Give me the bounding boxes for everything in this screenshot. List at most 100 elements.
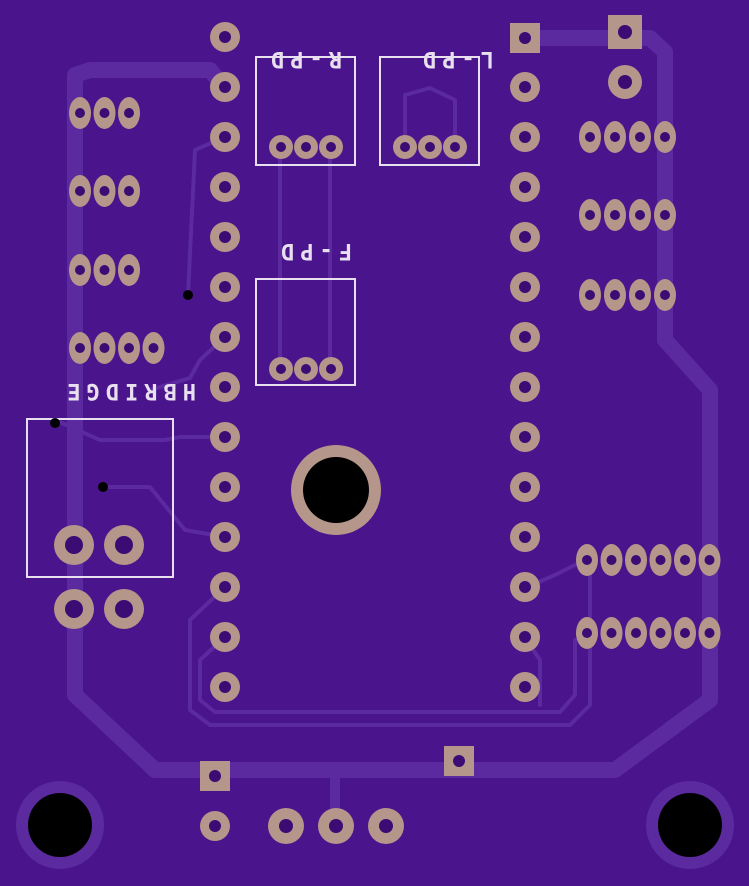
servo-header-pad-drill [124, 186, 134, 196]
f-pd-label: F-PD [275, 238, 352, 263]
right-header-pad-drill [519, 481, 531, 493]
vias [50, 290, 193, 492]
left-header-pad-drill [219, 331, 231, 343]
left-header-pad-drill [219, 181, 231, 193]
right-header-pad-drill [519, 181, 531, 193]
left-header-pad-drill [219, 681, 231, 693]
sensor-header-pad-drill [585, 210, 595, 220]
hbridge-pad-drill [65, 600, 83, 618]
photodiode-pad-drill [276, 142, 286, 152]
left-header-pad-drill [219, 131, 231, 143]
servo-header-pad-drill [99, 343, 110, 353]
motor-header-pad-drill [606, 628, 617, 638]
photodiode-pad-drill [301, 142, 311, 152]
sensor-header-pad-drill [610, 210, 620, 220]
servo-header-pad-drill [124, 108, 134, 118]
silkscreen-labels: R-PD L-PD F-PD HBRIDGE [61, 46, 494, 403]
photodiode-pad-drill [400, 142, 410, 152]
right-header-pad-drill [519, 531, 531, 543]
via [98, 482, 108, 492]
left-header-pad-drill [219, 481, 231, 493]
motor-header-pad-drill [655, 628, 666, 638]
mounting-holes [16, 445, 734, 869]
servo-header-pad-drill [124, 343, 134, 353]
sensor-header-pad-drill [585, 132, 595, 142]
silkscreen-outlines [26, 56, 480, 578]
servo-header-pad-drill [75, 343, 85, 353]
hbridge-outline [26, 418, 174, 578]
hbridge-pad-drill [115, 600, 133, 618]
motor-header-pad-drill [631, 555, 641, 565]
servo-header-pad-drill [99, 108, 110, 118]
servo-header-pad-drill [75, 265, 85, 275]
photodiode-pad-drill [326, 364, 336, 374]
right-header-pad-drill [519, 431, 531, 443]
servo-header-pad-drill [75, 108, 85, 118]
sensor-header-pad-drill [660, 132, 670, 142]
bottom-left-mounting-hole [28, 793, 92, 857]
l-pd-label: L-PD [417, 46, 494, 71]
sensor-header-pad-drill [610, 132, 620, 142]
r-pd-label: R-PD [265, 46, 342, 71]
hbridge-label: HBRIDGE [61, 378, 196, 403]
right-header-pad-drill [519, 581, 531, 593]
motor-header-pad-drill [680, 555, 690, 565]
right-header-pad-drill [519, 631, 531, 643]
bottom-pad-square-drill [453, 755, 465, 767]
sensor-header-pad-drill [635, 290, 645, 300]
left-header-pad-drill [219, 31, 231, 43]
right-header-pad-drill [519, 681, 531, 693]
hbridge-pad-drill [65, 536, 83, 554]
battery-header-pad-drill [279, 819, 293, 833]
via [183, 290, 193, 300]
left-header-pad-drill [219, 81, 231, 93]
sensor-header-pad-drill [635, 210, 645, 220]
left-header-pad-drill [219, 231, 231, 243]
f-pd-outline [255, 278, 356, 386]
motor-header-pad-drill [704, 628, 715, 638]
r-pd-outline [255, 56, 356, 166]
photodiode-pad-drill [301, 364, 311, 374]
bottom-pad-drill [209, 820, 221, 832]
battery-header-pad-drill [379, 819, 393, 833]
motor-header-pad-drill [704, 555, 715, 565]
servo-header-pad-drill [99, 265, 110, 275]
power-pad-drill [618, 75, 632, 89]
hbridge-pad-drill [115, 536, 133, 554]
sensor-header-pad-drill [610, 290, 620, 300]
right-header-pad-square-drill [519, 32, 531, 44]
right-header-pad-drill [519, 231, 531, 243]
right-header-pad-drill [519, 331, 531, 343]
right-header-pad-drill [519, 381, 531, 393]
photodiode-pad-drill [450, 142, 460, 152]
left-header-pad-drill [219, 281, 231, 293]
photodiode-pad-drill [326, 142, 336, 152]
servo-header-pad-drill [124, 265, 134, 275]
bottom-right-mounting-hole [658, 793, 722, 857]
center-mounting-hole [303, 457, 369, 523]
via [50, 418, 60, 428]
right-header-pad-drill [519, 131, 531, 143]
sensor-header-pad-drill [660, 290, 670, 300]
photodiode-pad-drill [425, 142, 435, 152]
servo-header-pad-drill [99, 186, 110, 196]
motor-header-pad-drill [655, 555, 666, 565]
motor-header-pad-drill [631, 628, 641, 638]
power-pad-square-drill [618, 25, 632, 39]
servo-header-pad-drill [148, 343, 159, 353]
right-header-pad-drill [519, 81, 531, 93]
bottom-pad-square-drill [209, 770, 221, 782]
photodiode-pad-drill [276, 364, 286, 374]
sensor-header-pad-drill [660, 210, 670, 220]
l-pd-outline [379, 56, 480, 166]
left-header-pad-drill [219, 631, 231, 643]
left-header-pad-drill [219, 531, 231, 543]
right-header-pad-drill [519, 281, 531, 293]
left-header-pad-drill [219, 431, 231, 443]
left-header-pad-drill [219, 581, 231, 593]
battery-header-pad-drill [329, 819, 343, 833]
pads [54, 15, 721, 844]
left-header-pad-drill [219, 381, 231, 393]
motor-header-pad-drill [606, 555, 617, 565]
